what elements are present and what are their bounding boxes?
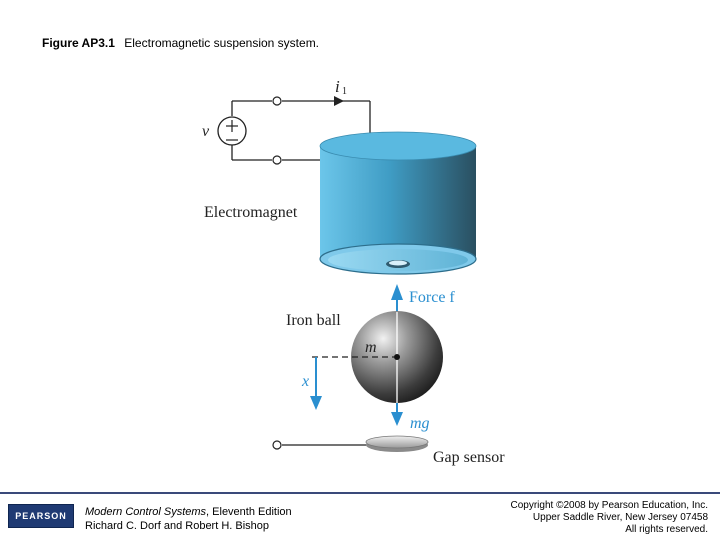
- figure-number: Figure AP3.1: [42, 36, 115, 50]
- ball-center-dot: [394, 354, 400, 360]
- position-arrow-icon: [310, 357, 322, 410]
- figure-caption: Figure AP3.1 Electromagnetic suspension …: [42, 36, 319, 50]
- book-authors: Richard C. Dorf and Robert H. Bishop: [85, 520, 270, 532]
- book-edition: , Eleventh Edition: [206, 506, 292, 518]
- circuit-wiring: [231, 100, 371, 446]
- logo-text: PEARSON: [15, 511, 67, 521]
- current-arrow-icon: [334, 96, 344, 106]
- voltage-label: v: [202, 123, 210, 140]
- current-subscript: 1: [342, 86, 347, 97]
- copyright-line-2: Upper Saddle River, New Jersey 07458: [532, 512, 708, 523]
- force-arrow-icon: [391, 284, 403, 314]
- copyright-line-3: All rights reserved.: [625, 524, 708, 535]
- electromagnet-label: Electromagnet: [204, 204, 298, 221]
- terminal-top: [272, 96, 282, 106]
- mass-label: m: [365, 339, 377, 356]
- weight-label: mg: [410, 415, 430, 432]
- weight-arrow-icon: [391, 403, 403, 426]
- book-info: Modern Control Systems, Eleventh Edition…: [85, 505, 292, 533]
- electromagnet: [319, 131, 477, 275]
- book-title: Modern Control Systems: [85, 506, 207, 518]
- current-label: i: [335, 77, 340, 96]
- sensor-terminal: [272, 440, 282, 450]
- gap-sensor: [365, 435, 429, 452]
- gap-sensor-label: Gap sensor: [433, 449, 505, 466]
- publisher-logo: PEARSON: [8, 504, 74, 528]
- copyright-line-1: Copyright ©2008 by Pearson Education, In…: [510, 500, 709, 511]
- copyright-notice: Copyright ©2008 by Pearson Education, In…: [511, 500, 709, 536]
- terminal-bottom: [272, 155, 282, 165]
- iron-ball-label: Iron ball: [286, 312, 341, 329]
- figure-title: Electromagnetic suspension system.: [124, 36, 320, 50]
- suspension-diagram: v i 1 Electromagnet Force f Iron ball m …: [202, 77, 505, 466]
- voltage-source: [217, 116, 247, 146]
- footer-divider: [0, 492, 720, 494]
- position-label: x: [301, 373, 309, 390]
- force-label: Force f: [409, 289, 455, 306]
